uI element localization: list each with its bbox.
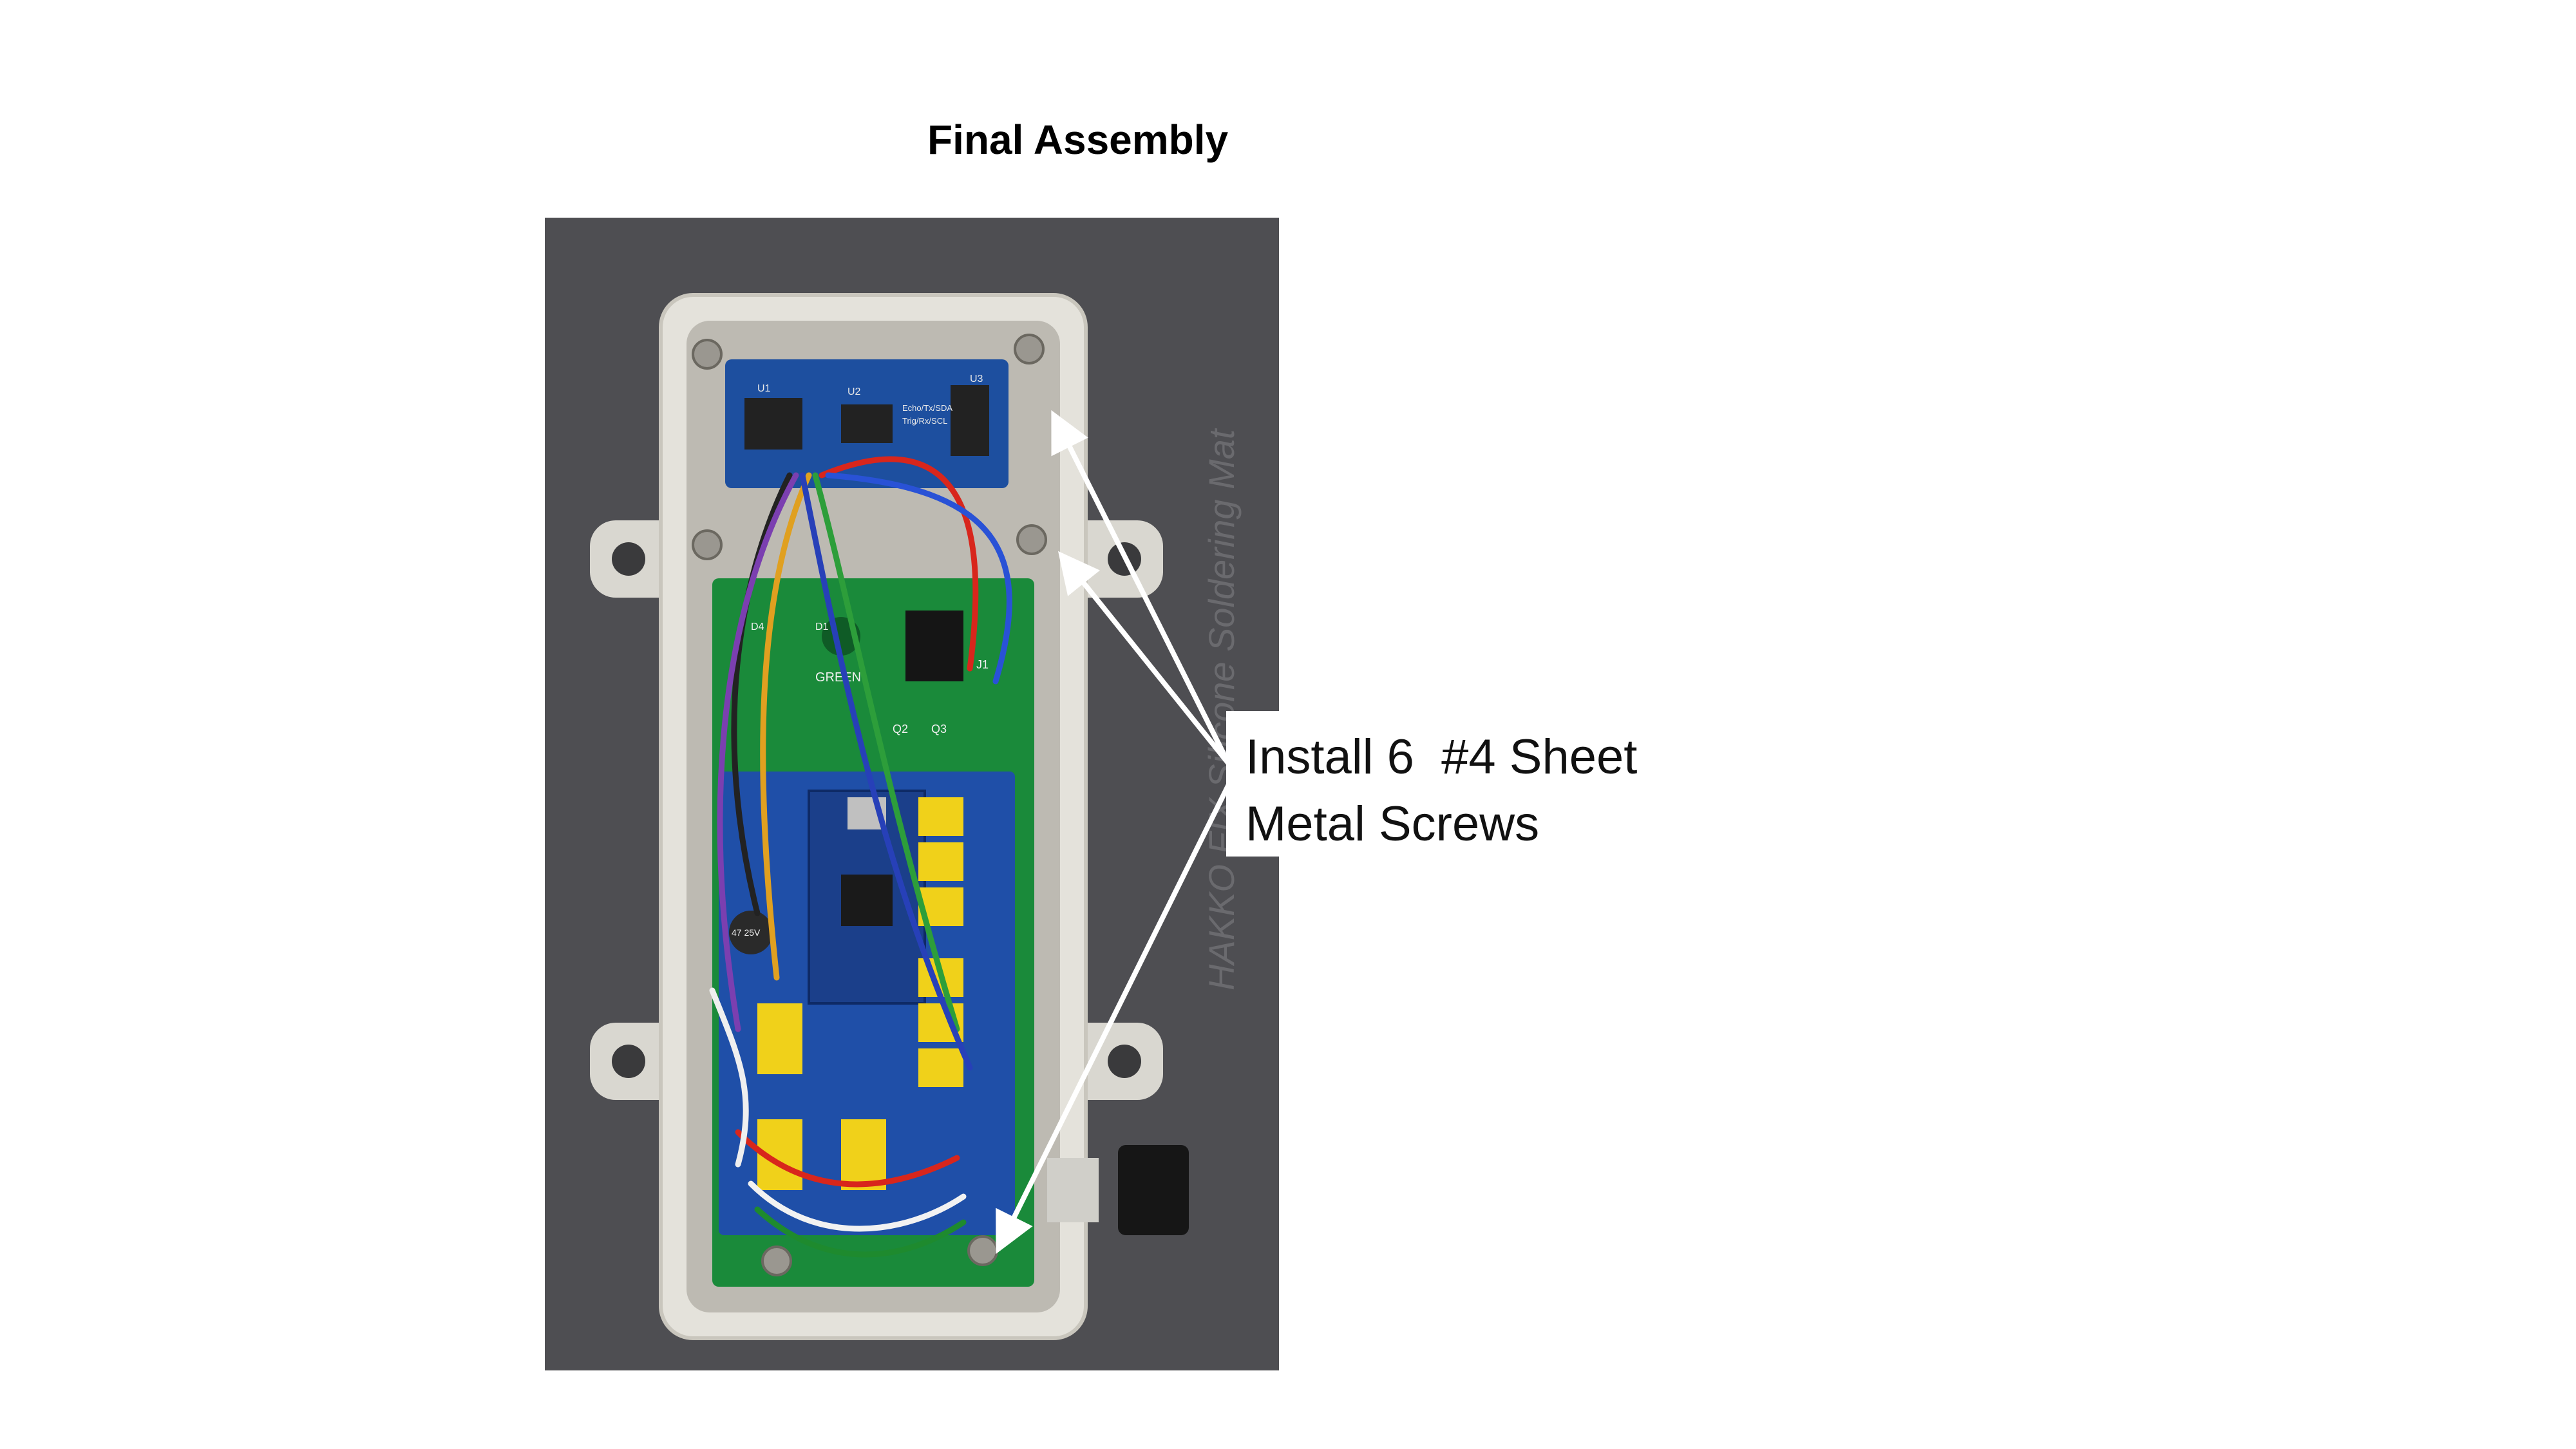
- enclosure-photo: HAKKO FIX Silicone Soldering Mat U2 U1 U…: [545, 218, 1279, 1370]
- svg-text:Q2: Q2: [893, 723, 908, 735]
- svg-text:J1: J1: [976, 658, 989, 671]
- wires: [709, 456, 1012, 1258]
- sensor-board: U2 U1 U3 Echo/Tx/SDA Trig/Rx/SCL: [725, 359, 1009, 488]
- mat-watermark: HAKKO FIX Silicone Soldering Mat: [1201, 428, 1242, 990]
- svg-text:47 25V: 47 25V: [732, 927, 761, 938]
- knob: [1047, 1145, 1189, 1235]
- svg-text:D4: D4: [751, 621, 764, 632]
- svg-text:U3: U3: [970, 374, 983, 384]
- svg-text:Trig/Rx/SCL: Trig/Rx/SCL: [902, 416, 947, 426]
- svg-text:GREEN: GREEN: [815, 670, 861, 685]
- callout-text: Install 6 #4 Sheet Metal Screws: [1245, 730, 1638, 851]
- svg-text:Echo/Tx/SDA: Echo/Tx/SDA: [902, 403, 952, 413]
- svg-text:D1: D1: [815, 621, 829, 632]
- screws: [692, 334, 1047, 1276]
- svg-text:U1: U1: [757, 383, 771, 394]
- svg-text:U2: U2: [848, 386, 861, 397]
- callout-box: Install 6 #4 Sheet Metal Screws: [1226, 711, 1655, 857]
- page-title: Final Assembly: [927, 117, 1229, 163]
- svg-text:Q3: Q3: [931, 723, 947, 735]
